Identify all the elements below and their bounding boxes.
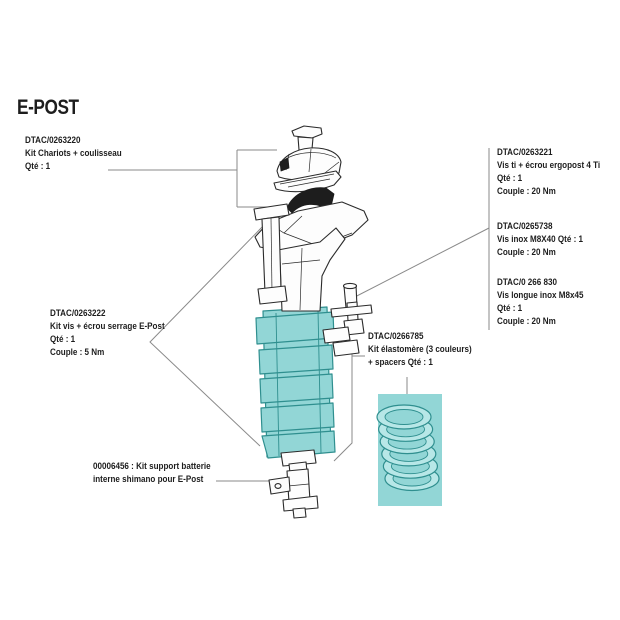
part-qty: + spacers Qté : 1 [368,357,433,368]
elastomer-spring [376,404,440,492]
part-ref: DTAC/0263222 [50,308,106,319]
part-clamp-collar [253,203,290,305]
part-qty: Qté : 1 [497,173,523,184]
part-desc: 00006456 : Kit support batterie [93,461,211,472]
leader-serrage [149,220,269,447]
part-torque: Couple : 5 Nm [50,347,105,358]
part-lower-post-highlight [255,306,336,459]
part-qty: Qté : 1 [25,161,51,172]
part-ref: DTAC/0 266 830 [497,277,558,288]
part-desc: Kit Chariots + coulisseau [25,148,122,159]
part-desc: Vis ti + écrou ergopost 4 Ti [497,160,601,171]
part-desc2: interne shimano pour E-Post [93,474,204,485]
part-ref: DTAC/0266785 [368,331,424,342]
part-bolt-spacers [322,326,360,357]
part-qty: Qté : 1 [497,303,523,314]
part-ref: DTAC/0263221 [497,147,553,158]
part-desc: Kit vis + écrou serrage E-Post [50,321,165,332]
part-desc: Vis longue inox M8x45 [497,290,584,301]
part-torque: Couple : 20 Nm [497,186,556,197]
label-vis-ergopost: DTAC/0263221 Vis ti + écrou ergopost 4 T… [497,146,600,198]
part-elastomer-pad-black [286,187,335,214]
label-kit-chariots: DTAC/0263220 Kit Chariots + coulisseau Q… [25,134,122,173]
part-ref: DTAC/0263220 [25,135,81,146]
leader-right-bracket [346,148,490,330]
label-kit-elastomere: DTAC/0266785 Kit élastomère (3 couleurs)… [368,330,472,369]
part-desc: Vis inox M8X40 Qté : 1 [497,234,584,245]
part-torque: Couple : 20 Nm [497,316,556,327]
page-title: E-POST [17,96,79,119]
part-ref: DTAC/0265738 [497,221,553,232]
part-qty: Qté : 1 [50,334,76,345]
part-torque: Couple : 20 Nm [497,247,556,258]
elastomer-kit-panel [376,394,442,506]
label-kit-serrage: DTAC/0263222 Kit vis + écrou serrage E-P… [50,307,165,359]
label-kit-batterie: 00006456 : Kit support batterie interne … [93,460,211,486]
part-saddle-clamp-top [276,147,342,181]
part-battery-support [268,449,319,519]
part-desc: Kit élastomère (3 couleurs) [368,344,472,355]
label-vis-longue: DTAC/0 266 830 Vis longue inox M8x45 Qté… [497,276,583,328]
part-top-cap [291,125,323,152]
leader-chariots [108,149,277,208]
label-vis-inox: DTAC/0265738 Vis inox M8X40 Qté : 1 Coup… [497,220,583,259]
